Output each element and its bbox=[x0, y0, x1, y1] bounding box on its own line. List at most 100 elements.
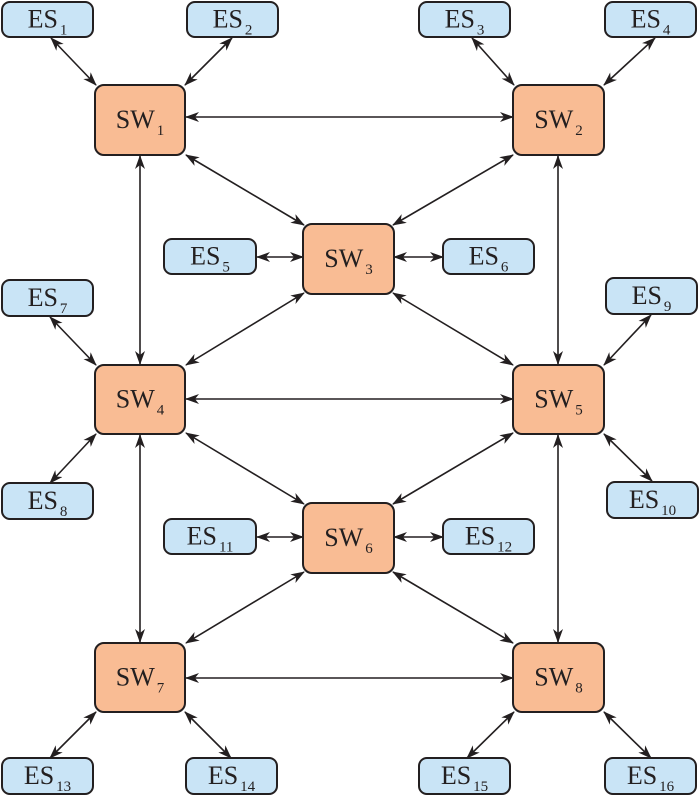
node-box bbox=[302, 223, 395, 295]
node-label-base: SW bbox=[116, 385, 155, 414]
node-label-subscript: 16 bbox=[659, 779, 675, 795]
node-label-base: ES bbox=[28, 283, 58, 312]
node-label-base: ES bbox=[213, 5, 243, 34]
link-es14-sw7 bbox=[184, 711, 232, 759]
node-label-subscript: 11 bbox=[219, 540, 233, 556]
link-es9-sw5 bbox=[603, 314, 652, 366]
node-label-base: ES bbox=[469, 242, 499, 271]
link-es13-sw7 bbox=[49, 711, 97, 759]
node-box bbox=[186, 1, 279, 38]
node-label-subscript: 15 bbox=[473, 779, 488, 795]
node-label-base: ES bbox=[441, 761, 471, 790]
node-label-subscript: 10 bbox=[661, 503, 676, 519]
node-label-base: SW bbox=[324, 523, 363, 552]
node-label-base: ES bbox=[632, 281, 662, 310]
link-sw4-sw6 bbox=[185, 432, 305, 505]
link-es4-sw2 bbox=[603, 37, 656, 86]
node-label-base: ES bbox=[28, 486, 58, 515]
node-box bbox=[1, 482, 94, 520]
link-es8-sw4 bbox=[49, 433, 97, 484]
link-es3-sw2 bbox=[471, 37, 515, 86]
node-box bbox=[512, 84, 605, 156]
node-label-base: SW bbox=[534, 105, 573, 134]
link-es1-sw1 bbox=[50, 37, 97, 86]
node-box bbox=[604, 757, 697, 795]
node-label-subscript: 1 bbox=[157, 123, 165, 139]
link-sw2-sw3 bbox=[392, 154, 514, 226]
node-label-subscript: 2 bbox=[245, 23, 253, 39]
node-label-subscript: 8 bbox=[60, 504, 68, 520]
node-label-subscript: 4 bbox=[157, 403, 165, 419]
link-sw6-sw8 bbox=[392, 571, 514, 644]
link-es2-sw1 bbox=[184, 37, 233, 86]
link-sw6-sw7 bbox=[185, 571, 305, 644]
node-label-base: ES bbox=[465, 522, 495, 551]
node-label-base: SW bbox=[116, 663, 155, 692]
node-box bbox=[1, 1, 94, 38]
node-box bbox=[94, 364, 186, 435]
node-box bbox=[442, 238, 535, 275]
node-box bbox=[302, 502, 395, 574]
node-label-base: SW bbox=[116, 105, 155, 134]
node-box bbox=[442, 518, 535, 555]
node-label-subscript: 14 bbox=[240, 779, 256, 795]
link-sw3-sw4 bbox=[185, 292, 305, 366]
node-label-subscript: 4 bbox=[663, 23, 671, 39]
node-label-base: ES bbox=[629, 485, 659, 514]
node-box bbox=[418, 1, 511, 38]
node-label-subscript: 3 bbox=[365, 262, 373, 278]
node-label-subscript: 8 bbox=[575, 681, 583, 697]
node-label-subscript: 6 bbox=[501, 260, 509, 276]
node-label-base: ES bbox=[28, 5, 58, 34]
node-label-subscript: 7 bbox=[60, 301, 68, 317]
node-label-base: ES bbox=[631, 5, 661, 34]
node-label-subscript: 6 bbox=[365, 541, 373, 557]
node-box bbox=[94, 84, 186, 156]
link-es16-sw8 bbox=[603, 711, 652, 759]
node-box bbox=[185, 757, 278, 795]
node-label-subscript: 5 bbox=[222, 260, 230, 276]
node-box bbox=[512, 364, 605, 435]
node-label-base: SW bbox=[324, 244, 363, 273]
node-label-subscript: 7 bbox=[157, 681, 165, 697]
node-label-base: SW bbox=[534, 663, 573, 692]
node-box bbox=[606, 481, 699, 519]
node-label-base: ES bbox=[187, 522, 217, 551]
link-es10-sw5 bbox=[603, 433, 653, 482]
